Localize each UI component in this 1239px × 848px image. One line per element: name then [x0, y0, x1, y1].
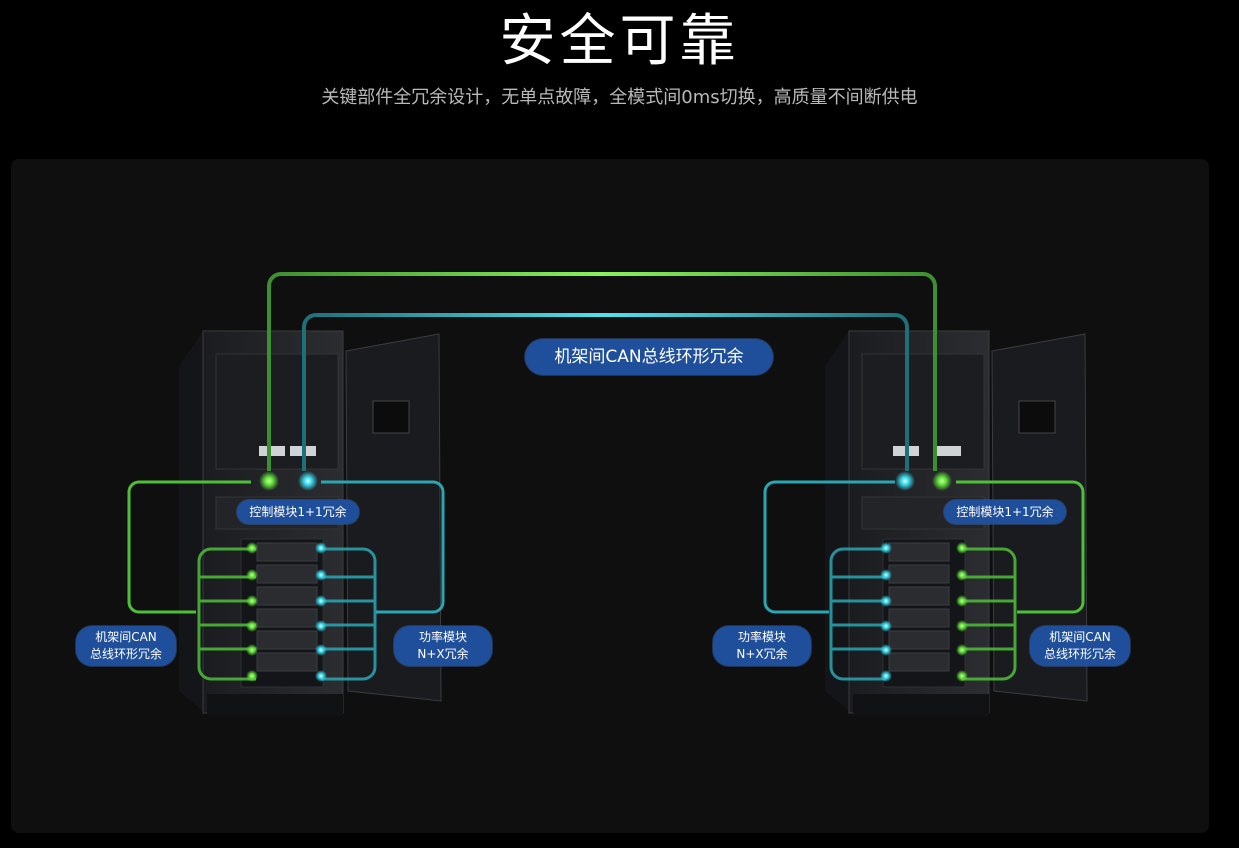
right-control-module-text: 控制模块1+1冗余 — [956, 504, 1054, 519]
left-control-module-text: 控制模块1+1冗余 — [249, 504, 347, 519]
center-can-ring-text: 机架间CAN总线环形冗余 — [554, 346, 744, 367]
right-power-modules — [882, 538, 966, 688]
left-power-module-line2: N+X冗余 — [417, 647, 469, 661]
left-can-ring-label: 机架间CAN 总线环形冗余 — [76, 626, 176, 666]
redundancy-diagram-panel: 机架间CAN总线环形冗余 控制模块1+1冗余 机架间CAN 总线环形冗余 功率模… — [11, 159, 1209, 833]
right-can-ring-line2: 总线环形冗余 — [1043, 647, 1116, 661]
redundancy-diagram — [127, 272, 1088, 716]
right-power-module-line2: N+X冗余 — [736, 647, 788, 661]
left-control-module-label: 控制模块1+1冗余 — [237, 500, 359, 524]
left-power-modules — [240, 538, 324, 688]
right-can-ring-line1: 机架间CAN — [1049, 630, 1111, 644]
page-subtitle: 关键部件全冗余设计，无单点故障，全模式间0ms切换，高质量不间断供电 — [321, 87, 918, 108]
page-title: 安全可靠 — [499, 9, 740, 74]
left-power-module-line1: 功率模块 — [418, 630, 467, 644]
center-can-ring-label: 机架间CAN总线环形冗余 — [525, 339, 773, 375]
left-can-ring-line1: 机架间CAN — [95, 630, 157, 644]
right-power-module-line1: 功率模块 — [737, 630, 786, 644]
right-control-module-label: 控制模块1+1冗余 — [944, 500, 1066, 524]
right-power-module-label: 功率模块 N+X冗余 — [713, 626, 811, 666]
inter-rack-can-bus — [267, 272, 937, 471]
left-can-ring-line2: 总线环形冗余 — [89, 647, 162, 661]
right-can-ring-label: 机架间CAN 总线环形冗余 — [1030, 626, 1130, 666]
right-cabinet — [763, 330, 1088, 716]
left-power-module-label: 功率模块 N+X冗余 — [394, 626, 492, 666]
